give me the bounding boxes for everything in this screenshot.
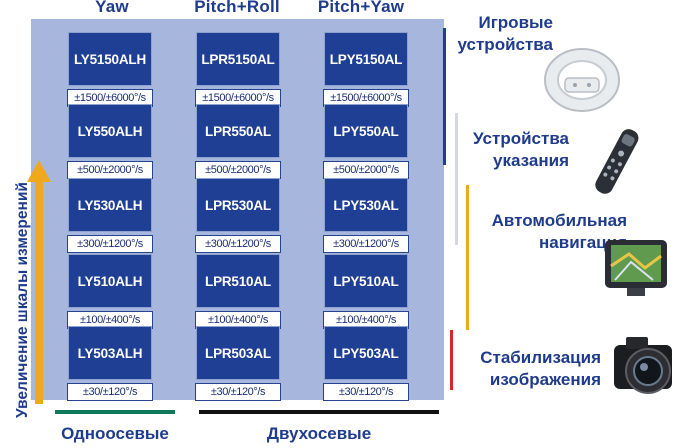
product-chip-pitch-yaw: LPY530AL [324, 178, 408, 232]
increase-arrow-icon [27, 160, 51, 404]
remote-control-icon [595, 129, 639, 194]
range-label-yaw: ±100/±400°/s [67, 311, 153, 329]
product-chip-pitch-roll: LPR510AL [196, 254, 280, 308]
app-label-pointing: Устройства указания [473, 129, 569, 170]
app-label-stabilization: Стабилизация изображения [480, 348, 601, 389]
range-label-pitch-roll: ±30/±120°/s [195, 383, 281, 401]
product-chip-yaw: LY550ALH [68, 104, 152, 158]
column-header-yaw: Yaw [95, 0, 129, 16]
app-label-gaming: Игровые устройства [457, 13, 554, 54]
product-chip-pitch-yaw: LPY503AL [324, 326, 408, 380]
range-label-pitch-yaw: ±30/±120°/s [323, 383, 409, 401]
product-chip-yaw: LY503ALH [68, 326, 152, 380]
product-chip-pitch-yaw: LPY550AL [324, 104, 408, 158]
camera-icon [614, 337, 672, 394]
range-label-pitch-yaw: ±500/±2000°/s [323, 161, 409, 179]
product-chip-pitch-roll: LPR5150AL [196, 32, 280, 86]
dual-axis-label: Двухосевые [266, 424, 372, 443]
single-axis-label: Одноосевые [61, 424, 169, 443]
range-label-pitch-roll: ±500/±2000°/s [195, 161, 281, 179]
range-label-pitch-yaw: ±100/±400°/s [323, 311, 409, 329]
single-axis-line [55, 410, 175, 414]
app-label-navigation: Автомобильная навигация [491, 211, 627, 252]
product-chip-yaw: LY5150ALH [68, 32, 152, 86]
app-bar-navigation [466, 185, 469, 330]
column-header-pitch-yaw: Pitch+Yaw [317, 0, 405, 16]
range-label-pitch-roll: ±300/±1200°/s [195, 235, 281, 253]
column-header-pitch-roll: Pitch+Roll [194, 0, 280, 16]
gps-navigator-icon [605, 240, 667, 296]
steering-wheel-icon [544, 48, 620, 112]
product-chip-pitch-yaw: LPY510AL [324, 254, 408, 308]
product-chip-pitch-yaw: LPY5150AL [324, 32, 408, 86]
app-bar-pointing [455, 113, 458, 245]
dual-axis-line [199, 410, 439, 414]
product-chip-pitch-roll: LPR550AL [196, 104, 280, 158]
app-bar-gaming [443, 28, 446, 165]
product-chip-yaw: LY530ALH [68, 178, 152, 232]
range-label-yaw: ±300/±1200°/s [67, 235, 153, 253]
range-label-yaw: ±500/±2000°/s [67, 161, 153, 179]
product-chip-yaw: LY510ALH [68, 254, 152, 308]
product-chip-pitch-roll: LPR530AL [196, 178, 280, 232]
product-chip-pitch-roll: LPR503AL [196, 326, 280, 380]
range-label-pitch-yaw: ±300/±1200°/s [323, 235, 409, 253]
app-bar-stabilization [450, 330, 453, 390]
range-label-yaw: ±30/±120°/s [67, 383, 153, 401]
measurement-range-axis-label: Увеличение шкалы измерений [14, 182, 31, 418]
